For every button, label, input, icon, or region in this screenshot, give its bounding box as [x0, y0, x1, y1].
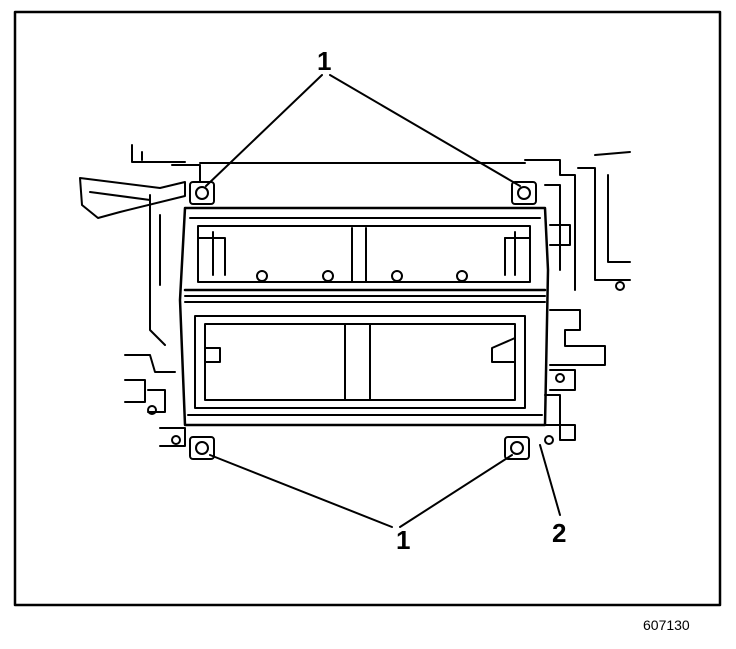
callout-1-bottom: 1	[396, 525, 411, 555]
bolt-bottom-left	[189, 436, 215, 460]
background-structure-right	[199, 151, 631, 445]
background-structure-left	[79, 144, 201, 447]
figure-id-label: 607130	[643, 617, 690, 633]
leader-lines	[205, 74, 561, 528]
leader-top-to-right-bolt	[329, 74, 521, 187]
fastener-bolts	[189, 181, 537, 460]
callout-1-top: 1	[317, 46, 332, 76]
leader-top-to-left-bolt	[205, 74, 323, 187]
figure-border	[13, 10, 722, 607]
leader-bottom-to-left-bolt	[209, 454, 393, 528]
callout-2: 2	[552, 518, 567, 548]
bolt-top-left	[189, 181, 215, 205]
bolt-top-right	[511, 181, 537, 205]
leader-bottom-to-right-bolt	[399, 454, 513, 528]
bolt-bottom-right	[504, 436, 530, 460]
leader-callout-2	[539, 444, 561, 516]
blower-case	[178, 206, 550, 427]
